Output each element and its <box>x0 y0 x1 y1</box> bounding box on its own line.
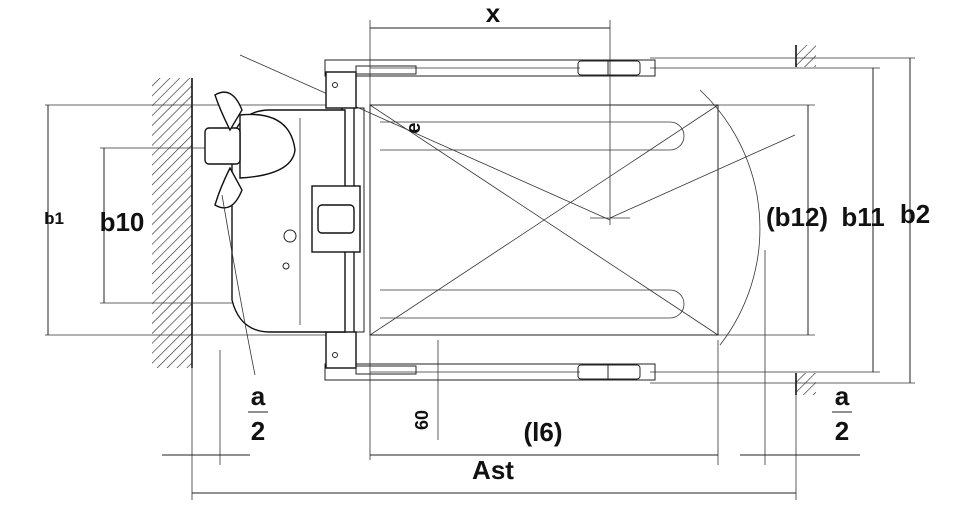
diagonal-to-handle <box>239 54 611 221</box>
top-bracket <box>325 71 357 109</box>
indicator-icon <box>282 262 290 270</box>
label-e: e <box>403 122 425 133</box>
label-a-left-denominator: 2 <box>251 416 265 446</box>
key-switch-icon <box>283 229 297 243</box>
pallet-outline <box>369 104 719 336</box>
fork-slot-bottom <box>380 289 685 319</box>
screw-bottom <box>332 352 338 358</box>
handle-lower <box>214 166 243 209</box>
tiller-grip <box>204 127 241 165</box>
screw-top <box>332 82 338 88</box>
label-b12: (b12) <box>766 202 828 232</box>
fork-slot-top <box>380 121 685 151</box>
fork-top-roller <box>577 60 641 76</box>
bottom-bracket <box>325 331 357 369</box>
label-ast: Ast <box>472 455 514 485</box>
label-60: 60 <box>412 410 432 430</box>
left-wall-hatching <box>152 78 192 368</box>
right-wall-hatch-top <box>796 45 816 67</box>
drive-unit-inner <box>317 204 355 234</box>
label-b2: b2 <box>900 199 930 229</box>
handle-upper <box>214 91 243 132</box>
turning-arc <box>699 89 761 346</box>
label-b11: b11 <box>841 202 884 232</box>
fork-bottom-roller <box>577 364 641 380</box>
turning-radius-line <box>609 134 796 219</box>
tiller-head <box>239 113 296 179</box>
fork-bottom-stub <box>355 365 417 375</box>
fork-bottom-outer <box>324 363 656 381</box>
label-x: x <box>486 0 501 28</box>
label-l6: (l6) <box>524 417 563 447</box>
right-wall-hatch-bottom <box>796 373 816 395</box>
pallet-diagonal-2 <box>369 104 719 336</box>
label-b10: b10 <box>100 207 145 237</box>
label-a-right-numerator: a <box>835 381 850 411</box>
label-b1: b1 <box>44 209 64 228</box>
handle-swing-arc <box>221 194 256 376</box>
fork-top-stub <box>355 65 417 75</box>
fork-top-outer <box>324 59 656 77</box>
label-a-right-denominator: 2 <box>835 416 849 446</box>
label-a-left-numerator: a <box>251 381 266 411</box>
